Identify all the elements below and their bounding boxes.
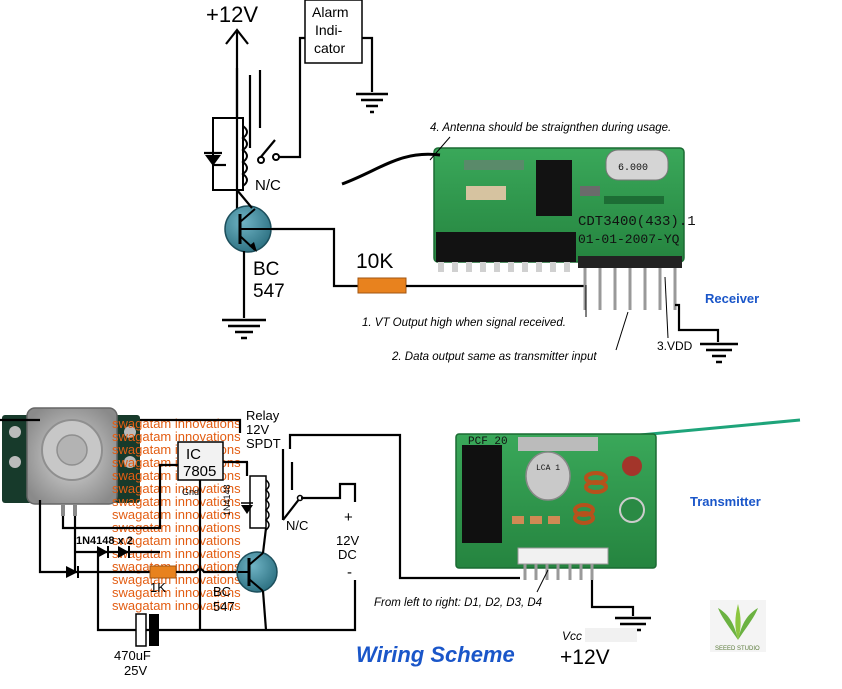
svg-text:470uF: 470uF bbox=[114, 648, 151, 663]
svg-text:6.000: 6.000 bbox=[618, 163, 648, 174]
svg-text:25V: 25V bbox=[124, 663, 147, 678]
transistor-bc547 bbox=[224, 189, 272, 318]
svg-text:N/C: N/C bbox=[286, 518, 308, 533]
svg-text:+: + bbox=[344, 509, 353, 526]
svg-text:swagatam innovations: swagatam innovations bbox=[112, 559, 241, 574]
diagram-title: Wiring Scheme bbox=[356, 642, 515, 667]
note-vt: 1. VT Output high when signal received. bbox=[362, 317, 566, 329]
relay-coil bbox=[204, 68, 248, 191]
svg-text:1N4148: 1N4148 bbox=[222, 484, 232, 516]
svg-text:BC: BC bbox=[213, 584, 231, 599]
seeed-logo-icon: SEEED STUDIO bbox=[710, 600, 766, 652]
svg-text:1N4148 x 2: 1N4148 x 2 bbox=[76, 535, 133, 547]
capacitor-470uf bbox=[135, 613, 159, 647]
svg-text:547: 547 bbox=[213, 599, 235, 614]
svg-text:Gnd: Gnd bbox=[182, 487, 199, 497]
ic-7805: IC 7805 bbox=[177, 441, 248, 630]
svg-text:DC: DC bbox=[338, 547, 357, 562]
svg-text:swagatam innovations: swagatam innovations bbox=[112, 429, 241, 444]
svg-text:12V: 12V bbox=[246, 422, 269, 437]
relay-spdt bbox=[241, 433, 520, 580]
note-data: 2. Data output same as transmitter input bbox=[391, 351, 597, 363]
resistor-10k-label: 10K bbox=[356, 250, 393, 273]
svg-text:SPDT: SPDT bbox=[246, 436, 281, 451]
diodes-1n4148 bbox=[38, 500, 160, 578]
svg-text:IC: IC bbox=[186, 446, 201, 463]
antenna-note: 4. Antenna should be straignthen during … bbox=[430, 122, 671, 134]
supply-arrow bbox=[225, 28, 249, 210]
supply-12v-label: +12V bbox=[560, 646, 610, 669]
svg-text:LCA 1: LCA 1 bbox=[536, 464, 560, 473]
svg-text:SEEED STUDIO: SEEED STUDIO bbox=[715, 646, 760, 652]
transmitter-module: PCF 20 LCA 1 bbox=[455, 418, 801, 580]
vdd-label: 3.VDD bbox=[657, 339, 693, 353]
svg-text:cator: cator bbox=[314, 40, 345, 56]
resistor-1k bbox=[149, 565, 177, 579]
svg-text:Alarm: Alarm bbox=[312, 4, 349, 20]
antenna-wire bbox=[341, 152, 441, 186]
supply-label: +12V bbox=[206, 2, 258, 27]
ground-symbol-icon bbox=[356, 92, 388, 114]
pir-sensor bbox=[2, 407, 140, 516]
ground-symbol-icon bbox=[222, 318, 266, 340]
svg-text:12V: 12V bbox=[336, 533, 359, 548]
ground-symbol-icon bbox=[700, 342, 738, 364]
svg-text:-: - bbox=[347, 564, 352, 581]
alarm-indicator: Alarm Indi- cator bbox=[304, 0, 374, 92]
svg-text:swagatam innovations: swagatam innovations bbox=[112, 572, 241, 587]
vcc-label: Vcc bbox=[562, 629, 582, 643]
transmitter-label: Transmitter bbox=[690, 494, 761, 509]
nc-label: N/C bbox=[255, 177, 281, 194]
svg-text:swagatam innovations: swagatam innovations bbox=[112, 546, 241, 561]
resistor-10k bbox=[357, 277, 407, 294]
svg-text:swagatam innovations: swagatam innovations bbox=[112, 598, 241, 613]
svg-text:swagatam innovations: swagatam innovations bbox=[112, 507, 241, 522]
receiver-label: Receiver bbox=[705, 291, 759, 306]
transmitter-circuit: swagatam innovations swagatam innovation… bbox=[0, 407, 801, 678]
pcb-code: CDT3400(433).1 bbox=[578, 214, 696, 230]
svg-text:7805: 7805 bbox=[183, 463, 216, 480]
svg-text:swagatam innovations: swagatam innovations bbox=[112, 533, 241, 548]
receiver-circuit: +12V N/C Alarm Indi- cator bbox=[204, 0, 759, 364]
svg-text:547: 547 bbox=[253, 281, 285, 302]
svg-text:BC: BC bbox=[253, 259, 279, 280]
svg-text:swagatam innovations: swagatam innovations bbox=[112, 520, 241, 535]
resistor-1k-label: 1K bbox=[150, 580, 166, 595]
svg-text:swagatam innovations: swagatam innovations bbox=[112, 585, 241, 600]
svg-text:Relay: Relay bbox=[246, 408, 280, 423]
pins-note: From left to right: D1, D2, D3, D4 bbox=[374, 597, 542, 609]
svg-text:Indi-: Indi- bbox=[315, 22, 343, 38]
receiver-module: 6.000 CDT3400(433).1 01-01-2007-YQ bbox=[433, 147, 696, 310]
svg-text:swagatam innovations: swagatam innovations bbox=[112, 494, 241, 509]
svg-text:swagatam innovations: swagatam innovations bbox=[112, 481, 241, 496]
pcb-date: 01-01-2007-YQ bbox=[578, 232, 680, 247]
relay-contact bbox=[248, 36, 305, 164]
transistor-bc547-tx bbox=[236, 527, 278, 631]
